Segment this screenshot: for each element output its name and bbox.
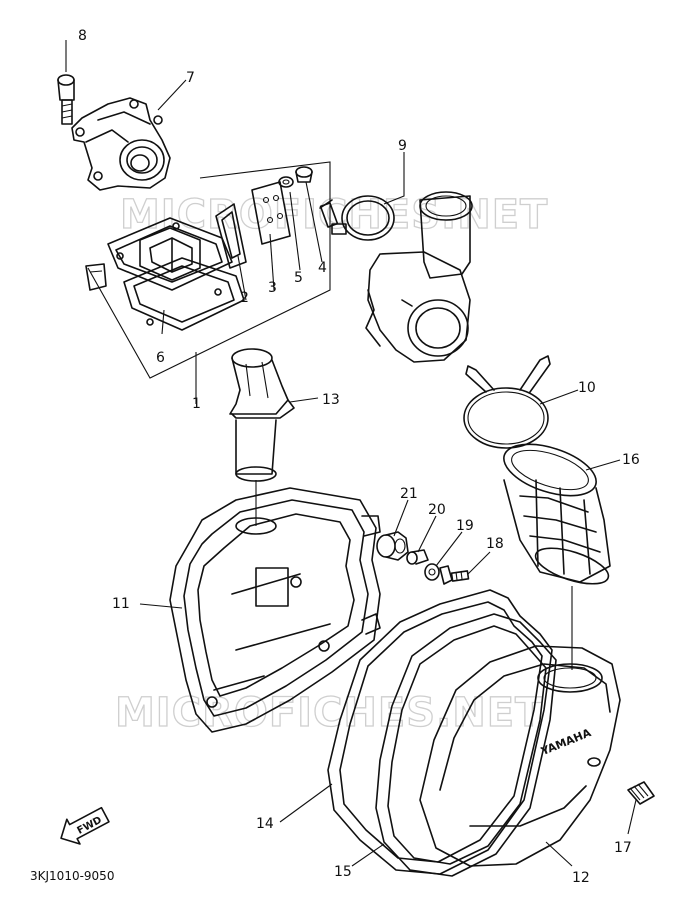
part-7-intake-manifold xyxy=(71,97,171,191)
part-16-filter-element xyxy=(503,443,611,585)
callout-numbers: 8 7 9 2 3 5 4 6 1 13 10 16 21 20 19 18 1… xyxy=(78,28,640,886)
callout-15: 15 xyxy=(334,864,352,880)
fwd-arrow: FWD xyxy=(60,806,110,845)
part-5-washer xyxy=(278,176,294,188)
part-1-reed-valve xyxy=(107,217,233,291)
callout-7: 7 xyxy=(186,70,195,86)
part-13-joint xyxy=(229,348,295,482)
callout-9: 9 xyxy=(398,138,407,154)
callout-18: 18 xyxy=(486,536,504,552)
callout-1-bracket xyxy=(87,161,331,379)
part-14-gasket xyxy=(327,589,553,875)
part-2-reed-stopper xyxy=(215,203,247,269)
part-10-wire-clip xyxy=(463,355,551,449)
part-21-grommet xyxy=(376,531,409,561)
callout-11: 11 xyxy=(112,596,130,612)
callout-14: 14 xyxy=(256,816,274,832)
callout-13: 13 xyxy=(322,392,340,408)
part-18-bolt xyxy=(439,565,470,585)
callout-19: 19 xyxy=(456,518,474,534)
callout-21: 21 xyxy=(400,486,418,502)
callout-20: 20 xyxy=(428,502,446,518)
part-9-clamp xyxy=(319,195,395,241)
callout-8: 8 xyxy=(78,28,87,44)
callout-10: 10 xyxy=(578,380,596,396)
callout-1: 1 xyxy=(192,396,201,412)
part-15-seal xyxy=(375,613,557,877)
part-17-screw xyxy=(627,781,655,805)
yamaha-logo-label: YAMAHA xyxy=(538,726,593,758)
part-6-gasket xyxy=(85,257,245,331)
callout-2: 2 xyxy=(240,290,249,306)
fwd-label: FWD xyxy=(76,815,104,837)
leader-lines xyxy=(65,40,637,867)
part-3-plate xyxy=(251,181,291,245)
callout-12: 12 xyxy=(572,870,590,886)
callout-16: 16 xyxy=(622,452,640,468)
watermark-bottom: MICROFICHES.NET xyxy=(115,690,543,736)
callout-5: 5 xyxy=(294,270,303,286)
part-8-bolt xyxy=(57,74,75,125)
carburetor-outline xyxy=(365,191,473,363)
callout-4: 4 xyxy=(318,260,327,276)
callout-3: 3 xyxy=(268,280,277,296)
callout-6: 6 xyxy=(156,350,165,366)
callout-17: 17 xyxy=(614,840,632,856)
part-19-washer xyxy=(424,563,440,581)
part-20-collar xyxy=(406,549,429,565)
part-4-screw xyxy=(295,166,313,183)
part-12-filter-cap: YAMAHA xyxy=(419,645,621,867)
part-11-filter-case xyxy=(169,487,381,733)
diagram-code: 3KJ1010-9050 xyxy=(30,869,114,883)
